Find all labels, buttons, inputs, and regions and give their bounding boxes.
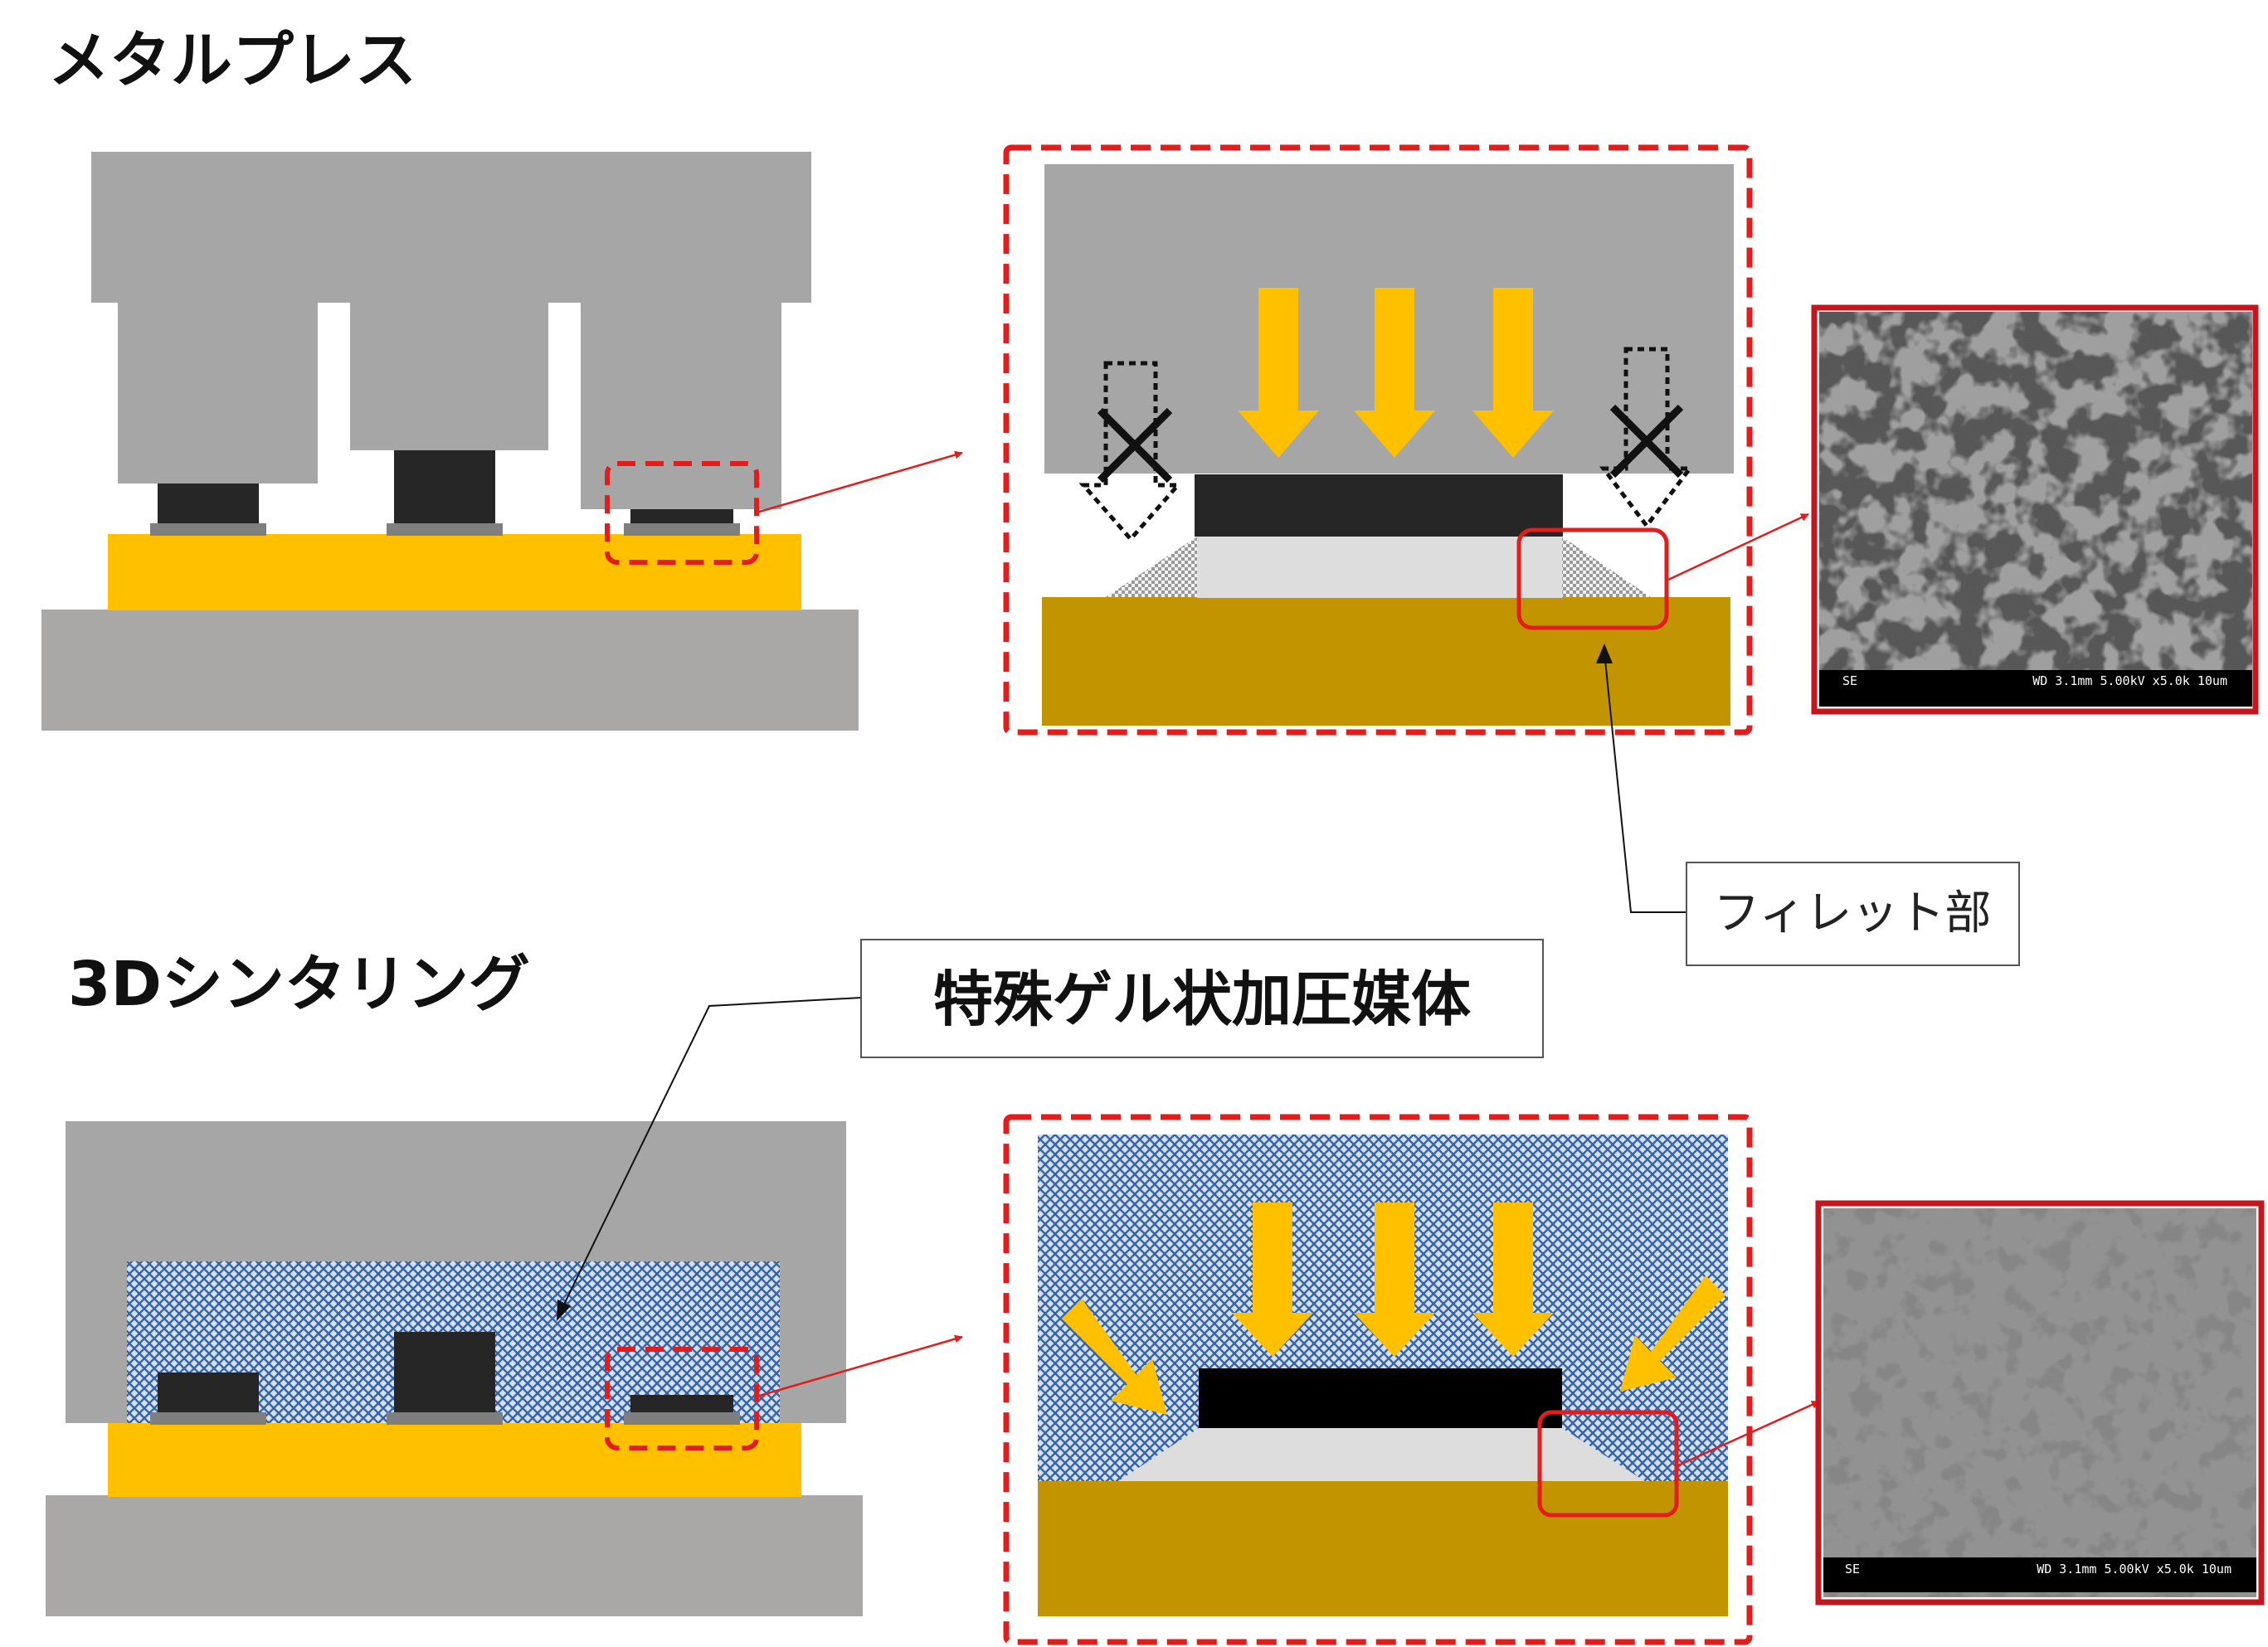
sem-pointer-top [1666,513,1809,582]
sem-info-bar-2 [1823,1557,2256,1592]
chip-1b [158,1372,259,1412]
down-arrow-icon [1238,288,1319,458]
sem-frame-top [1811,304,2259,715]
gel-leader-arrowhead [557,1300,571,1321]
sem-tag-top: SE [1842,673,1857,688]
sem-frame-bottom [1815,1200,2265,1606]
fillet-highlight-box-2 [1537,1410,1679,1518]
sem-info-bottom: WD 3.1mm 5.00kV x5.0k 10um [2037,1562,2231,1577]
metal-press-detail [1003,144,1809,736]
sintering-detail [1003,1114,1820,1645]
gel-label-box [860,939,1544,1058]
bond-layer-1b [150,1412,266,1425]
substrate [108,534,801,610]
down-arrow-icon [1472,288,1554,458]
detail-substrate [1042,597,1730,726]
sem-image-top: SE WD 3.1mm 5.00kV x5.0k 10um [1811,304,2259,715]
leader-arrowhead [1596,644,1613,663]
blocked-arrow-icon [1078,361,1183,542]
sem-info-bar [1819,670,2252,707]
sintering-overview [46,1121,963,1616]
cross-icon [1097,407,1173,483]
blocked-arrow-icon [1599,347,1695,530]
detail-substrate-2 [1038,1481,1728,1616]
bond-layer-3 [624,523,740,536]
detail-bond-layer [1197,537,1562,598]
gel-leader-line [559,997,862,1314]
sem-tag-bottom: SE [1845,1562,1860,1577]
fillet-leader-line [1604,651,1686,913]
fillet-label: フィレット部 [1714,887,1992,940]
metal-press-overview [41,152,963,731]
detail-frame [1003,144,1753,736]
down-arrow-icon [1472,1202,1554,1357]
gel-callout: 特殊ゲル状加圧媒体 [557,939,1544,1321]
sintering-3d-title: 3Dシンタリング [68,949,530,1020]
fillet-label-box [1686,862,2020,966]
chip-3b [630,1395,733,1412]
detail-bond-layer-2 [1118,1428,1645,1481]
down-arrow-icon [1232,1202,1313,1357]
detail-chip-2 [1199,1368,1562,1428]
zoom-pointer [756,450,963,514]
chip-2b [394,1332,495,1412]
porous-fillet-right [1562,537,1651,597]
detail-chip [1195,474,1563,537]
down-arrow-icon [1354,1202,1435,1357]
gel-label: 特殊ゲル状加圧媒体 [933,964,1471,1034]
diagonal-arrow-icon [1620,1275,1725,1392]
bond-layer-2 [387,523,503,536]
zoom-pointer-2 [756,1334,963,1398]
bond-layer-3b [624,1412,740,1425]
fillet-highlight-box [1516,527,1669,630]
diagonal-arrow-icon [1062,1299,1167,1415]
zoom-highlight-box [605,461,759,565]
bond-layer-1 [150,523,266,536]
sem-image-bottom: SE WD 3.1mm 5.00kV x5.0k 10um [1815,1200,2265,1606]
down-arrow-icon [1354,288,1435,458]
bond-layer-2b [387,1412,503,1425]
base-plate-2 [46,1495,863,1616]
fillet-callout: フィレット部 [1596,644,2020,966]
substrate-2 [108,1421,801,1497]
metal-press-title: メタルプレス [48,25,416,96]
zoom-highlight-box-2 [605,1347,759,1450]
sem-pointer-bottom [1676,1400,1820,1468]
chip-1 [158,483,259,523]
upper-press-die [91,152,811,509]
chip-2 [394,450,495,523]
base-plate [41,610,859,731]
sem-info-top: WD 3.1mm 5.00kV x5.0k 10um [2032,673,2227,688]
chip-3 [630,509,733,523]
detail-frame-2 [1003,1114,1753,1645]
porous-fillet-left [1106,537,1197,597]
cross-icon [1609,404,1684,479]
